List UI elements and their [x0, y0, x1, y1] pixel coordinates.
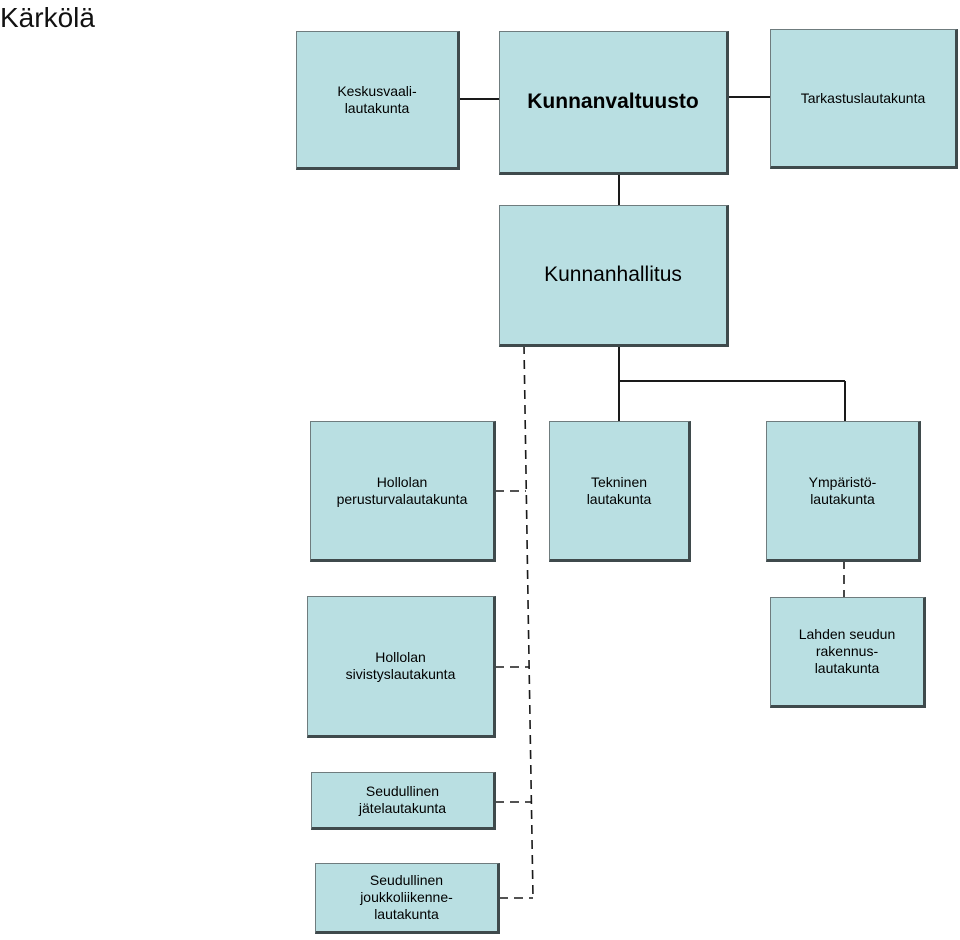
node-keskusvaalilautakunta: Keskusvaali- lautakunta: [296, 31, 460, 170]
node-joukkoliikennelautakunta-label: Seudullinen joukkoliikenne- lautakunta: [360, 872, 453, 922]
node-tarkastuslautakunta: Tarkastuslautakunta: [770, 29, 958, 169]
node-sivistyslautakunta: Hollolan sivistyslautakunta: [307, 596, 496, 738]
node-kunnanhallitus-label: Kunnanhallitus: [544, 263, 682, 286]
node-tekninen-label: Tekninen lautakunta: [586, 473, 652, 507]
node-sivistyslautakunta-label: Hollolan sivistyslautakunta: [345, 649, 456, 682]
edge-hallitus-dashed-trunk-lower: [527, 599, 534, 899]
edge-hallitus-dashed-trunk-upper: [523, 344, 529, 601]
node-rakennuslautakunta: Lahden seudun rakennus- lautakunta: [770, 597, 926, 708]
node-keskusvaalilautakunta-label: Keskusvaali- lautakunta: [337, 82, 417, 116]
node-kunnanvaltuusto: Kunnanvaltuusto: [499, 31, 729, 175]
node-perusturvalautakunta: Hollolan perusturvalautakunta: [310, 421, 496, 562]
node-joukkoliikennelautakunta: Seudullinen joukkoliikenne- lautakunta: [315, 863, 500, 934]
node-ymparisto-label: Ympäristö- lautakunta: [808, 473, 877, 507]
node-jatelautakunta-label: Seudullinen jätelautakunta: [358, 783, 447, 816]
node-kunnanvaltuusto-label: Kunnanvaltuusto: [527, 90, 699, 113]
node-perusturvalautakunta-label: Hollolan perusturvalautakunta: [336, 473, 468, 507]
node-tarkastuslautakunta-label: Tarkastuslautakunta: [800, 89, 926, 106]
node-rakennuslautakunta-label: Lahden seudun rakennus- lautakunta: [798, 626, 896, 676]
node-tekninen: Tekninen lautakunta: [549, 421, 691, 562]
node-ymparisto: Ympäristö- lautakunta: [766, 421, 921, 562]
node-kunnanhallitus: Kunnanhallitus: [499, 205, 729, 347]
node-jatelautakunta: Seudullinen jätelautakunta: [311, 772, 496, 830]
page-title: Kärkölä: [0, 2, 95, 33]
